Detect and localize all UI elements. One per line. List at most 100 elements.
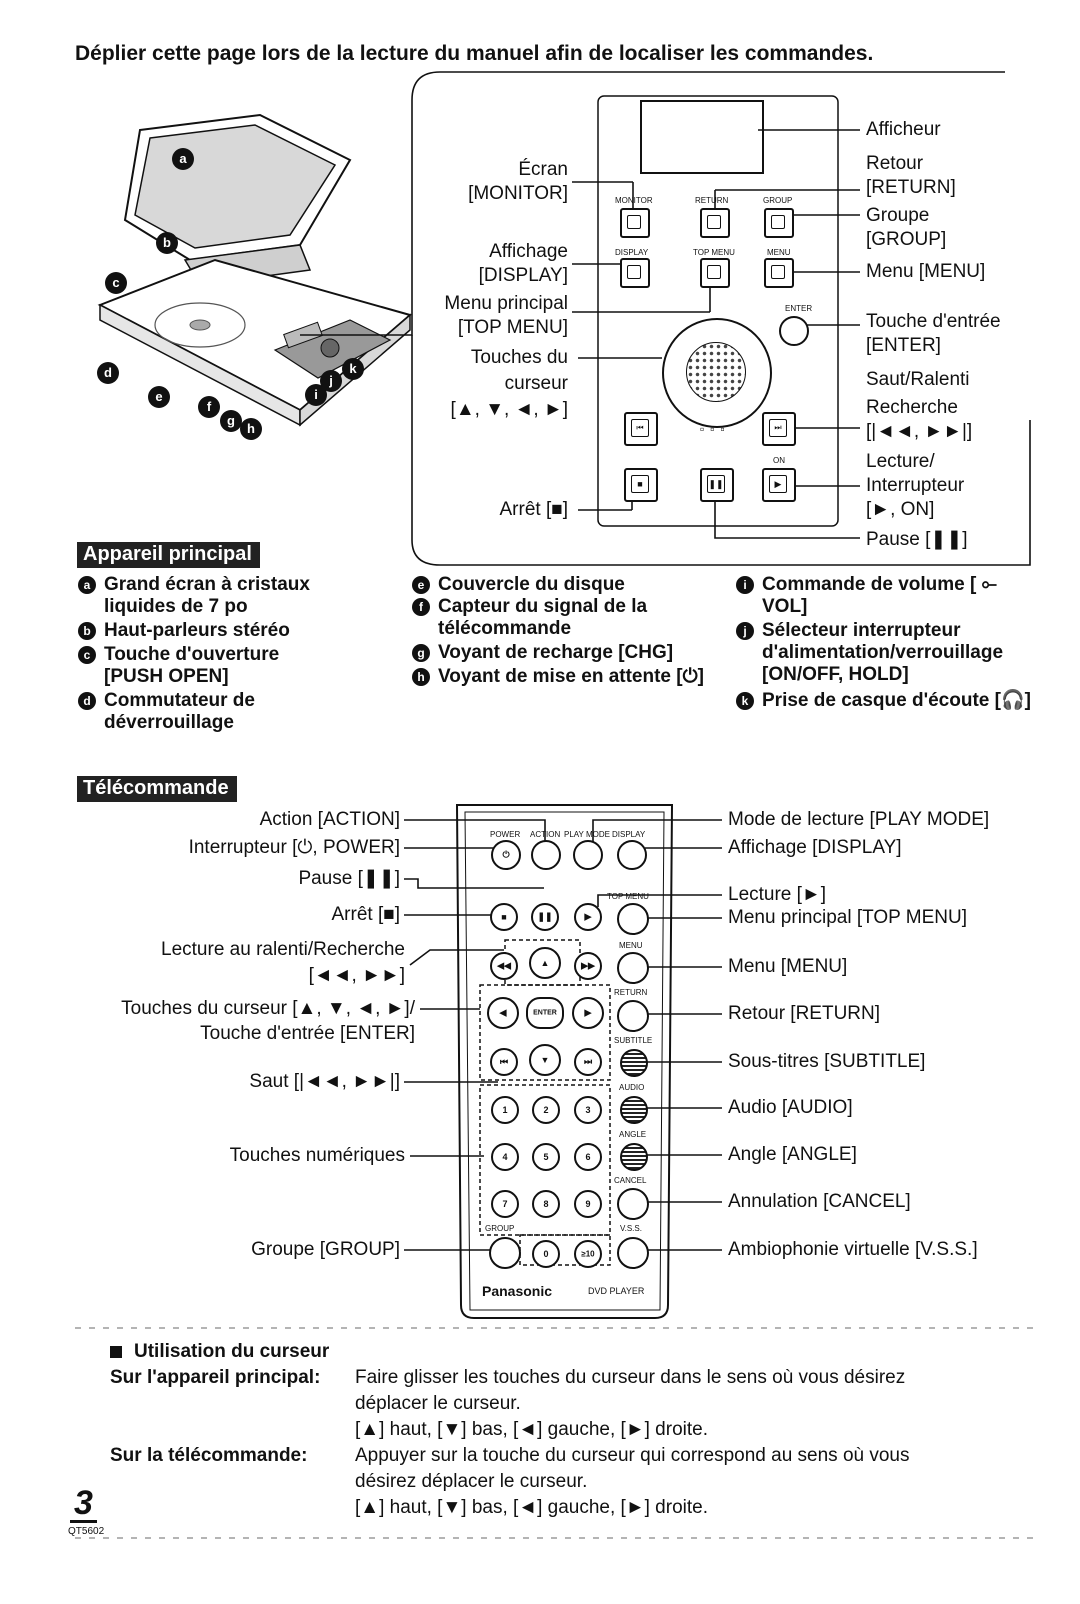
skip-forward-button[interactable]: ⏭	[762, 412, 796, 446]
remote-label-return: Retour [RETURN]	[728, 1003, 881, 1024]
label-retour: Retour	[866, 153, 924, 174]
figure-letter-e: e	[148, 386, 170, 408]
remote-fastforward-button[interactable]: ▶▶	[574, 952, 602, 980]
cursor-usage-line: [▲] haut, [▼] bas, [◄] gauche, [►] droit…	[355, 1497, 708, 1518]
label-saut-1: Saut/Ralenti	[866, 369, 970, 390]
top-menu-button[interactable]	[700, 258, 730, 288]
remote-play-button[interactable]: ▶	[574, 903, 602, 931]
pause-button[interactable]: ❚❚	[700, 468, 734, 502]
figure-letter-a: a	[172, 148, 194, 170]
skip-back-button[interactable]: ⏮	[624, 412, 658, 446]
remote-action-button[interactable]	[531, 840, 561, 870]
return-button[interactable]	[700, 208, 730, 238]
remote-pause-button[interactable]: ❚❚	[531, 903, 559, 931]
cursor-usage-heading: Utilisation du curseur	[134, 1341, 330, 1362]
remote-top-menu-button[interactable]	[617, 903, 649, 935]
remote-number-9-button[interactable]: 9	[574, 1190, 602, 1218]
remote-rewind-button[interactable]: ◀◀	[490, 952, 518, 980]
remote-stop-button[interactable]: ■	[490, 903, 518, 931]
remote-display-label: DISPLAY	[612, 830, 646, 839]
remote-down-button[interactable]: ▼	[529, 1044, 561, 1076]
remote-label-action: Action [ACTION]	[259, 809, 400, 830]
remote-label-slow-1: Lecture au ralenti/Recherche	[161, 939, 405, 960]
remote-angle-label: ANGLE	[619, 1130, 647, 1139]
remote-display-button[interactable]	[617, 840, 647, 870]
remote-cancel-button[interactable]	[617, 1188, 649, 1220]
remote-model-label: DVD PLAYER	[588, 1286, 645, 1296]
page-number: 3	[70, 1486, 97, 1523]
label-lecture-1: Lecture/	[866, 451, 935, 472]
remote-skip-back-button[interactable]: ⏮	[490, 1048, 518, 1076]
remote-number-7-button[interactable]: 7	[491, 1190, 519, 1218]
remote-number-8-button[interactable]: 8	[532, 1190, 560, 1218]
label-touches-curseur-1: Touches du	[470, 347, 568, 368]
remote-label-audio: Audio [AUDIO]	[728, 1097, 853, 1118]
remote-action-label: ACTION	[530, 830, 561, 839]
label-saut-2: Recherche	[866, 397, 958, 418]
menu-button[interactable]	[764, 258, 794, 288]
remote-label-top-menu: Menu principal [TOP MENU]	[728, 907, 967, 928]
figure-letter-k: k	[342, 358, 364, 380]
remote-number-6-button[interactable]: 6	[574, 1143, 602, 1171]
remote-return-button[interactable]	[617, 1000, 649, 1032]
enter-button[interactable]	[779, 316, 809, 346]
cursor-usage-label-unit: Sur l'appareil principal:	[110, 1367, 321, 1388]
remote-menu-button[interactable]	[617, 952, 649, 984]
remote-left-button[interactable]: ◀	[487, 997, 519, 1029]
remote-number-5-button[interactable]: 5	[532, 1143, 560, 1171]
remote-play-mode-button[interactable]	[573, 840, 603, 870]
page-instruction: Déplier cette page lors de la lecture du…	[75, 42, 874, 65]
remote-number-1-button[interactable]: 1	[491, 1096, 519, 1124]
remote-label-cursor-1: Touches du curseur [▲, ▼, ◄, ►]/	[121, 998, 415, 1019]
cursor-joystick[interactable]	[662, 318, 772, 428]
remote-up-button[interactable]: ▲	[529, 947, 561, 979]
remote-label-menu: Menu [MENU]	[728, 956, 848, 977]
remote-number-2-button[interactable]: 2	[532, 1096, 560, 1124]
remote-label-cursor-2: Touche d'entrée [ENTER]	[200, 1023, 415, 1044]
remote-vss-button[interactable]	[617, 1237, 649, 1269]
remote-enter-button[interactable]: ENTER	[526, 997, 564, 1029]
figure-letter-i: i	[305, 384, 327, 406]
remote-group-button[interactable]	[489, 1237, 521, 1269]
remote-angle-button[interactable]	[620, 1143, 648, 1171]
remote-subtitle-button[interactable]	[620, 1049, 648, 1077]
remote-label-pause: Pause [❚❚]	[298, 868, 400, 889]
label-afficheur: Afficheur	[866, 119, 941, 140]
remote-label-vss: Ambiophonie virtuelle [V.S.S.]	[728, 1239, 978, 1260]
remote-subtitle-label: SUBTITLE	[614, 1036, 653, 1045]
remote-power-button[interactable]: ⏻	[491, 840, 521, 870]
stop-button[interactable]: ■	[624, 468, 658, 502]
remote-number-4-button[interactable]: 4	[491, 1143, 519, 1171]
label-menu-principal-key: [TOP MENU]	[457, 317, 568, 338]
play-button[interactable]: ▶	[762, 468, 796, 502]
section-heading-remote: Télécommande	[77, 776, 237, 802]
label-groupe-key: [GROUP]	[866, 229, 947, 250]
monitor-button[interactable]	[620, 208, 650, 238]
remote-number-0-button[interactable]: 0	[532, 1240, 560, 1268]
remote-vss-label: V.S.S.	[620, 1224, 642, 1233]
remote-number-3-button[interactable]: 3	[574, 1096, 602, 1124]
group-button[interactable]	[764, 208, 794, 238]
remote-label-play-mode: Mode de lecture [PLAY MODE]	[728, 809, 990, 830]
label-saut-3: [|◄◄, ►►|]	[866, 421, 973, 442]
remote-label-skip: Saut [|◄◄, ►►|]	[249, 1071, 400, 1092]
remote-right-button[interactable]: ▶	[572, 997, 604, 1029]
remote-audio-button[interactable]	[620, 1096, 648, 1124]
display-button[interactable]	[620, 258, 650, 288]
label-affichage: Affichage	[489, 241, 568, 262]
top-menu-button-label: TOP MENU	[693, 248, 735, 257]
remote-label-cancel: Annulation [CANCEL]	[728, 1191, 911, 1212]
remote-skip-forward-button[interactable]: ⏭	[574, 1048, 602, 1076]
remote-number-10-button[interactable]: ≥10	[574, 1240, 602, 1268]
remote-label-power: Interrupteur [⏻, POWER]	[188, 837, 400, 858]
label-menu: Menu [MENU]	[866, 261, 986, 282]
